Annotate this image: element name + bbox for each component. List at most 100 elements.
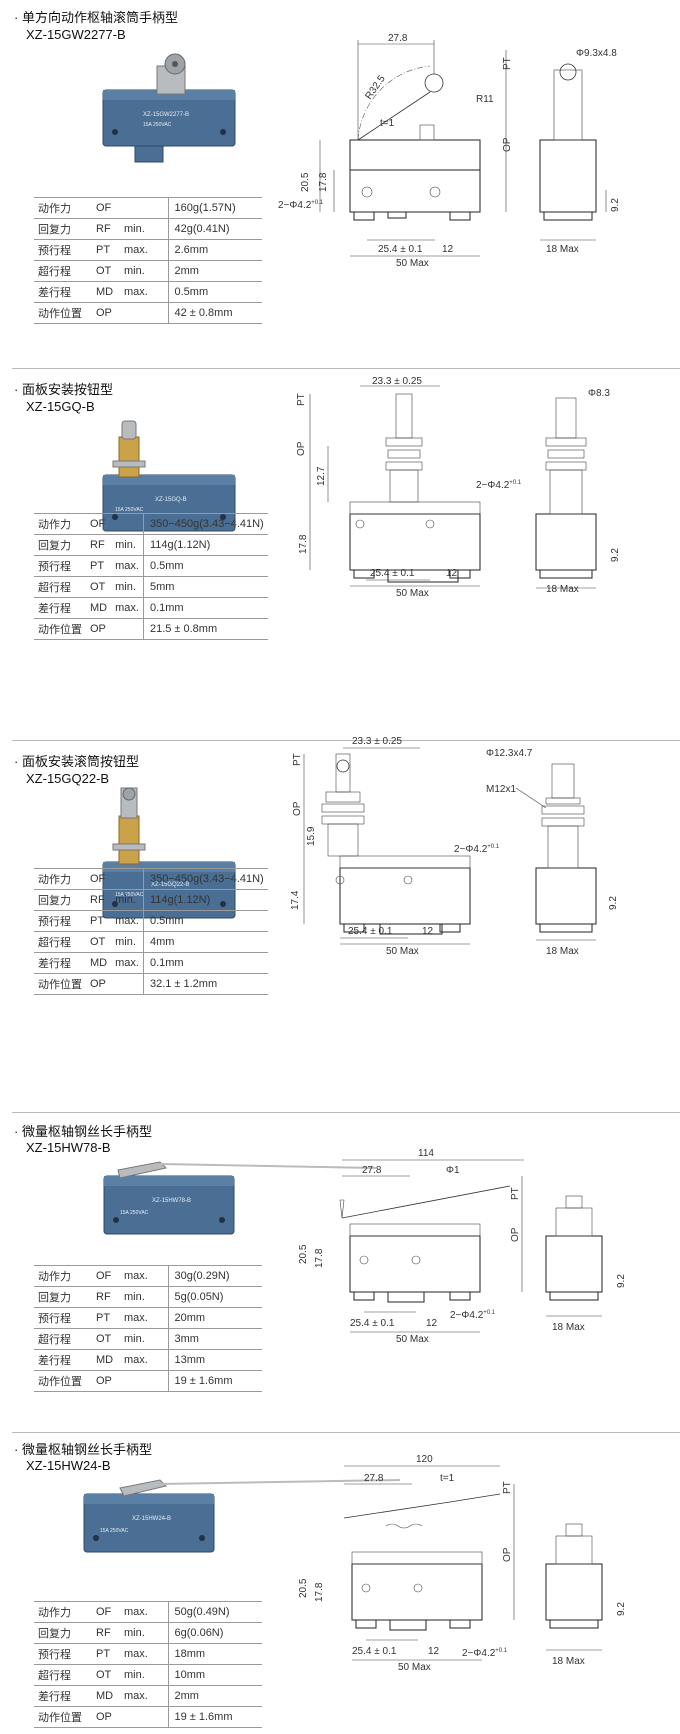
dimension-label: 2−Φ4.2+0.1: [462, 1648, 508, 1659]
product-title: · 面板安装按钮型: [14, 382, 113, 397]
dimension-label: 50 Max: [396, 1334, 429, 1345]
dimension-label: 25.4 ± 0.1: [378, 244, 423, 255]
dimension-label: 2−Φ4.2+0.1: [278, 200, 324, 211]
photo-label: XZ-15GW2277-B: [143, 112, 189, 118]
photo-label: XZ-15HW24-B: [132, 1516, 171, 1522]
dimension-label: 2−Φ4.2+0.1: [476, 480, 522, 491]
dimension-label: OP: [510, 1227, 521, 1242]
photo-rating: 15A 250VAC: [143, 122, 172, 128]
dimension-label: Φ8.3: [588, 388, 610, 399]
dimension-label: PT: [292, 753, 303, 766]
dimension-label: 114: [418, 1148, 434, 1159]
photo-label: XZ-15HW78-B: [152, 1198, 191, 1204]
dimension-label: M12x1: [486, 784, 516, 795]
dimension-label: 12: [442, 244, 454, 255]
product-title: · 微量枢轴钢丝长手柄型: [14, 1124, 152, 1139]
product-model: XZ-15GQ22-B: [26, 771, 110, 786]
dimension-label: 18 Max: [552, 1656, 585, 1667]
dimension-label: 18 Max: [546, 244, 579, 255]
dimension-label: 50 Max: [386, 946, 419, 957]
dimension-label: OP: [502, 1547, 513, 1562]
dimension-label: R11: [476, 94, 494, 105]
dimension-label: PT: [296, 393, 307, 406]
section-divider: [12, 1432, 680, 1433]
dimension-label: 27.8: [364, 1473, 384, 1484]
product-photo: XZ-15GW2277-B 15A 250VAC: [102, 53, 236, 163]
dimension-label: 120: [416, 1454, 433, 1465]
dimension-label: t=1: [440, 1473, 455, 1484]
photo-rating: 15A 250VAC: [115, 507, 144, 513]
dimension-label: 15.9: [306, 826, 317, 846]
photo-rating: 15A 250VAC: [120, 1210, 149, 1216]
dimension-label: 23.3 ± 0.25: [372, 376, 422, 387]
product-section-2: · 面板安装按钮型 XZ-15GQ-B XZ-15GQ-B 15A 250VAC…: [0, 372, 680, 742]
dimension-label: R32.5: [363, 73, 388, 102]
dimension-drawing: 27.8 R32.5 R11 t=1 20.5 17.8 2−Φ4.2+0.1 …: [278, 33, 621, 269]
section-divider: [12, 740, 680, 741]
dimension-label: 12: [446, 568, 458, 579]
photo-rating: 15A 250VAC: [100, 1528, 129, 1534]
product-model: XZ-15HW24-B: [26, 1458, 111, 1473]
dimension-label: 17.8: [298, 534, 309, 554]
dimension-label: 25.4 ± 0.1: [348, 926, 393, 937]
product-photo: XZ-15HW24-B 15A 250VAC: [83, 1479, 401, 1553]
dimension-label: 12: [426, 1318, 438, 1329]
product-model: XZ-15GQ-B: [26, 399, 95, 414]
dimension-label: 18 Max: [546, 946, 579, 957]
dimension-label: 50 Max: [398, 1662, 431, 1673]
product-section-5: · 微量枢轴钢丝长手柄型 XZ-15HW24-B XZ-15HW24-B 15A…: [0, 1434, 680, 1734]
dimension-drawing: 114 27.8 Φ1 PT OP 20.5 17.8 2−Φ4.2+0.1 2…: [298, 1148, 627, 1345]
dimension-label: 12: [428, 1646, 440, 1657]
dimension-label: Φ12.3x4.7: [486, 748, 533, 759]
dimension-label: 12: [422, 926, 434, 937]
dimension-label: 2−Φ4.2+0.1: [454, 844, 500, 855]
dimension-label: 9.2: [610, 198, 621, 212]
dimension-label: 18 Max: [546, 584, 579, 595]
product-title: · 单方向动作枢轴滚筒手柄型: [14, 10, 178, 25]
dimension-label: t=1: [380, 118, 395, 129]
dimension-label: OP: [502, 137, 513, 152]
dimension-label: 18 Max: [552, 1322, 585, 1333]
dimension-label: 9.2: [616, 1602, 627, 1616]
dimension-label: 17.8: [314, 1248, 325, 1268]
product-section-3: · 面板安装滚筒按钮型 XZ-15GQ22-B XZ-15GQ22-B 15A …: [0, 736, 680, 1114]
dimension-label: 2−Φ4.2+0.1: [450, 1310, 496, 1321]
dimension-label: OP: [296, 441, 307, 456]
product-model: XZ-15GW2277-B: [26, 27, 126, 42]
product-model: XZ-15HW78-B: [26, 1140, 111, 1155]
product-title: · 微量枢轴钢丝长手柄型: [14, 1442, 152, 1457]
product-section-1: · 单方向动作枢轴滚筒手柄型 XZ-15GW2277-B XZ-15GW2277…: [0, 0, 680, 372]
dimension-label: 25.4 ± 0.1: [350, 1318, 395, 1329]
dimension-label: 12.7: [316, 466, 327, 486]
dimension-label: 9.2: [608, 896, 619, 910]
dimension-label: 50 Max: [396, 258, 429, 269]
section-divider: [12, 1112, 680, 1113]
